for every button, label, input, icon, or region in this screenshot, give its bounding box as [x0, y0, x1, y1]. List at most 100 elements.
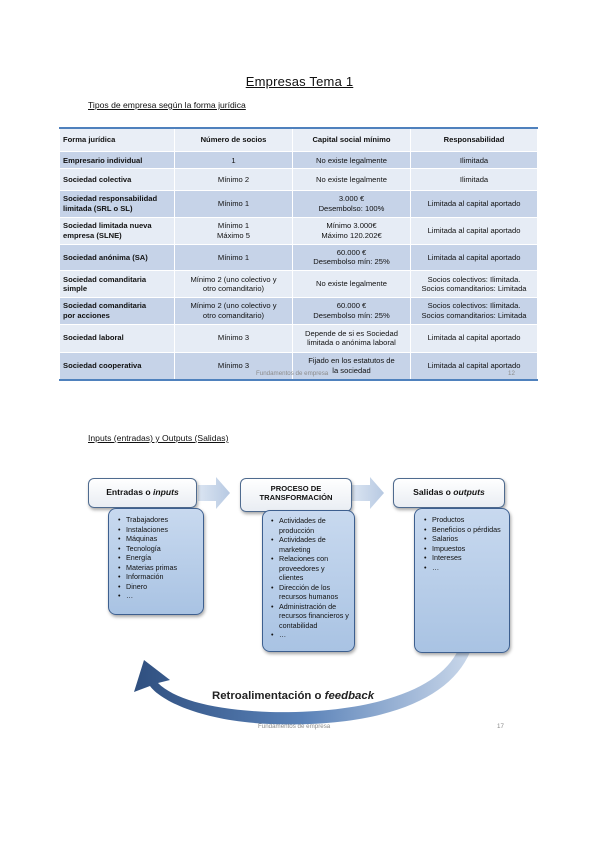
list-item: Productos: [424, 515, 503, 525]
column-header: Capital social mínimo: [292, 127, 411, 152]
list-item: Máquinas: [118, 534, 197, 544]
table-cell-line: Sociedad cooperativa: [63, 361, 142, 371]
table-cell-line: Sociedad laboral: [63, 333, 124, 343]
list-item: Salarios: [424, 534, 503, 544]
table-cell-line: Socios colectivos: Ilimitada.: [427, 301, 521, 311]
table-cell: Ilimitada: [410, 150, 538, 170]
feedback-curved-arrow-icon: [134, 650, 470, 725]
table-header-row: Forma jurídica Número de socios Capital …: [59, 127, 538, 152]
table-cell-line: limitada o anónima laboral: [307, 338, 396, 348]
list-item: Información: [118, 572, 197, 582]
list-item: Actividades de marketing: [271, 535, 349, 554]
table-cell: 1: [174, 150, 293, 170]
table-cell-line: por acciones: [63, 310, 110, 320]
list-item: …: [424, 563, 503, 573]
section-heading-inputs-outputs: Inputs (entradas) y Outputs (Salidas): [88, 433, 229, 443]
table-cell: Mínimo 1: [174, 243, 293, 272]
table-cell: Sociedad cooperativa: [59, 351, 175, 381]
table-cell-line: Limitada al capital aportado: [427, 225, 521, 235]
table-cell-line: Limitada al capital aportado: [427, 199, 521, 209]
table-cell: Socios colectivos: Ilimitada.Socios coma…: [410, 270, 538, 299]
list-item: Trabajadores: [118, 515, 197, 525]
table-cell: Limitada al capital aportado: [410, 243, 538, 272]
table-cell-line: Sociedad colectiva: [63, 175, 132, 185]
table-cell-line: Desembolso mín: 25%: [313, 257, 390, 267]
table-row: Sociedad cooperativa Mínimo 3 Fijado en lo…: [59, 351, 538, 381]
table-cell-line: Mínimo 1: [217, 199, 250, 209]
outputs-list-box: ProductosBeneficios o pérdidasSalariosIm…: [414, 508, 510, 653]
table-cell: 3.000 €Desembolso: 100%: [292, 190, 411, 218]
table-cell-line: Limitada al capital aportado: [427, 333, 521, 343]
table-row: Sociedad laboral Mínimo 3 Depende de si es…: [59, 323, 538, 353]
table-cell: Empresario individual: [59, 150, 175, 170]
table-cell-line: otro comanditario): [202, 284, 265, 294]
diagram-footer-text: Fundamentos de empresa: [258, 723, 331, 730]
list-item: Beneficios o pérdidas: [424, 525, 503, 535]
table-cell-line: Empresario individual: [63, 155, 143, 165]
table-cell-line: 3.000 €: [338, 194, 365, 204]
process-list: Actividades de producciónActividades de …: [271, 516, 349, 640]
table-cell: Sociedad laboral: [59, 323, 175, 353]
page-title: Empresas Tema 1: [245, 74, 354, 89]
legal-forms-table: Forma jurídica Número de socios Capital …: [59, 127, 538, 381]
list-item: Materias primas: [118, 563, 197, 573]
list-item: Instalaciones: [118, 525, 197, 535]
list-item: Actividades de producción: [271, 516, 349, 535]
section-heading-legal-forms: Tipos de empresa según la forma jurídica: [88, 100, 246, 110]
table-cell-line: otro comanditario): [202, 310, 265, 320]
table-cell-line: Sociedad comanditaria: [63, 274, 147, 284]
feedback-label-italic: feedback: [324, 690, 375, 702]
table-cell-line: Sociedad limitada nueva: [63, 221, 152, 231]
table-cell-line: Fijado en los estatutos de: [308, 356, 395, 366]
table-cell-line: Máximo 120.202€: [321, 230, 382, 240]
table-cell-line: No existe legalmente: [316, 279, 387, 289]
table-cell: No existe legalmente: [292, 270, 411, 299]
process-title-line2: TRANSFORMACIÓN: [259, 493, 333, 503]
table-cell-line: Sociedad responsabilidad: [63, 194, 158, 204]
table-cell-line: Mínimo 3: [217, 333, 250, 343]
table-cell: Mínimo 1: [174, 190, 293, 218]
list-item: Tecnología: [118, 544, 197, 554]
table-cell-line: Depende de si es Sociedad: [305, 328, 398, 338]
inputs-title: Entradas o: [106, 487, 154, 497]
list-item: Administración de recursos financieros y…: [271, 602, 349, 631]
table-cell-line: Sociedad comanditaria: [63, 301, 147, 311]
table-cell: Limitada al capital aportado: [410, 323, 538, 353]
column-header: Número de socios: [174, 127, 293, 152]
inputs-list: TrabajadoresInstalacionesMáquinasTecnolo…: [118, 515, 197, 601]
table-cell-line: Mínimo 3: [217, 361, 250, 371]
table-cell: Limitada al capital aportado: [410, 190, 538, 218]
list-item: …: [118, 591, 197, 601]
inputs-title-italic: inputs: [153, 487, 179, 497]
inputs-list-box: TrabajadoresInstalacionesMáquinasTecnolo…: [108, 508, 204, 615]
table-cell-line: 60.000 €: [336, 301, 367, 311]
table-cell-line: Limitada al capital aportado: [427, 361, 521, 371]
table-cell: Limitada al capital aportado: [410, 351, 538, 381]
process-list-box: Actividades de producciónActividades de …: [262, 510, 355, 652]
column-header: Forma jurídica: [59, 127, 175, 152]
table-cell-line: Mínimo 3.000€: [326, 221, 377, 231]
table-cell-line: Socios comanditarios: Limitada: [421, 310, 527, 320]
outputs-title-italic: outputs: [453, 487, 485, 497]
table-cell-line: Sociedad anónima (SA): [63, 252, 148, 262]
table-cell-line: Mínimo 1: [217, 252, 250, 262]
table-cell-line: Socios colectivos: Ilimitada.: [427, 274, 521, 284]
column-header: Responsabilidad: [410, 127, 538, 152]
list-item: Dirección de los recursos humanos: [271, 583, 349, 602]
feedback-label: Retroalimentación o feedback: [212, 690, 374, 702]
list-item: Impuestos: [424, 544, 503, 554]
table-cell: 60.000 €Desembolso mín: 25%: [292, 297, 411, 325]
table-cell-line: Máximo 5: [217, 230, 250, 240]
outputs-title: Salidas o: [413, 487, 454, 497]
list-item: Relaciones con proveedores y clientes: [271, 554, 349, 583]
table-cell-line: Ilimitada: [459, 175, 489, 185]
table-cell-line: Desembolso: 100%: [318, 203, 385, 213]
